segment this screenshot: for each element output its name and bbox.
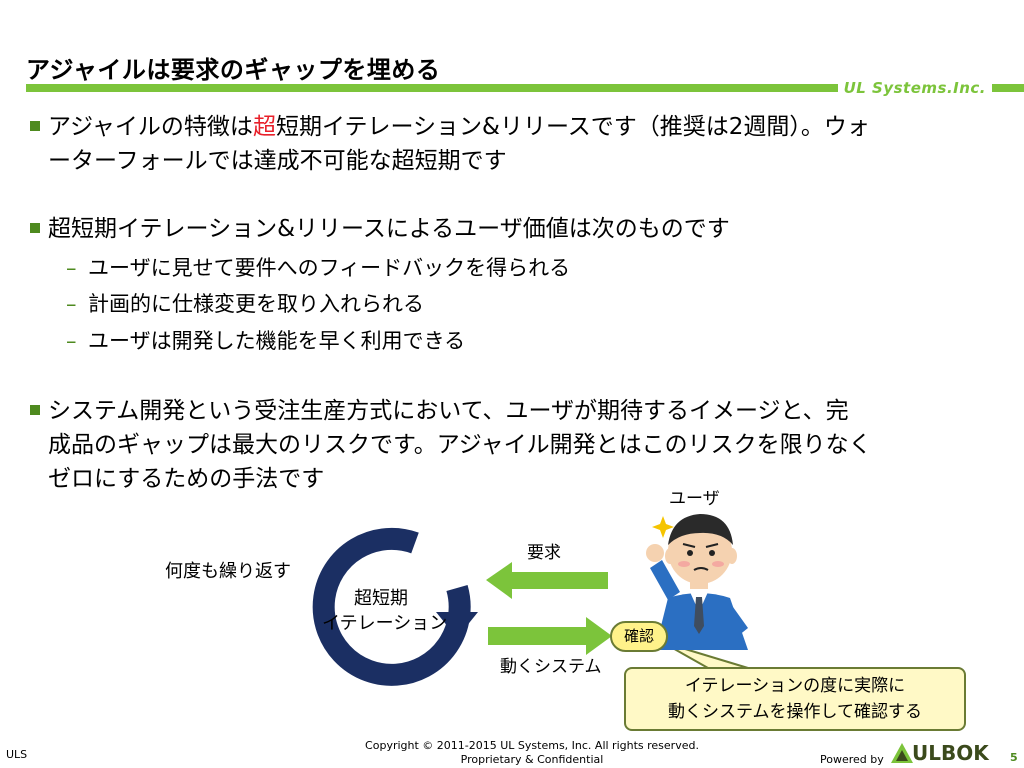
sub-bullet-3: –ユーザは開発した機能を早く利用できる [66, 327, 465, 355]
sub-bullet-2-text: 計画的に仕様変更を取り入れられる [88, 292, 424, 316]
ulbok-logo-text: ULBOK [912, 741, 989, 765]
system-label: 動くシステム [500, 657, 602, 677]
bullet-marker [30, 405, 40, 415]
system-arrow [488, 617, 612, 655]
bullet-3-line3: ゼロにするための手法です [48, 466, 325, 492]
bullet-2-text: 超短期イテレーション&リリースによるユーザ価値は次のものです [48, 216, 730, 242]
copyright-text: Copyright © 2011-2015 UL Systems, Inc. A… [365, 739, 699, 752]
bullet-3-line1: システム開発という受注生産方式において、ユーザが期待するイメージと、完 [48, 398, 849, 424]
brand-logo-text: UL Systems.Inc. [837, 80, 992, 96]
confidential-text: Proprietary & Confidential [460, 753, 604, 766]
powered-by-text: Powered by [820, 753, 884, 766]
bullet-2: 超短期イテレーション&リリースによるユーザ価値は次のものです [30, 212, 730, 246]
bullet-1-line2: ーターフォールでは達成不可能な超短期です [48, 148, 507, 174]
bullet-1-suffix: 短期イテレーション&リリースです（推奨は2週間）。ウォ [275, 114, 870, 140]
cycle-label-2: イテレーション [322, 613, 448, 634]
callout-box: イテレーションの度に実際に 動くシステムを操作して確認する [624, 667, 966, 731]
dash-icon: – [66, 256, 77, 280]
sub-bullet-1-text: ユーザに見せて要件へのフィードバックを得られる [88, 256, 571, 280]
bullet-3: システム開発という受注生産方式において、ユーザが期待するイメージと、完 成品のギ… [30, 394, 872, 496]
user-label: ユーザ [669, 489, 720, 509]
cycle-label-1: 超短期 [354, 588, 408, 609]
bullet-1-prefix: アジャイルの特徴は [48, 114, 253, 140]
sub-bullet-2: –計画的に仕様変更を取り入れられる [66, 290, 424, 318]
page-number: 5 [1010, 751, 1018, 764]
slide-title: アジャイルは要求のギャップを埋める [26, 56, 441, 84]
cycle-arrow [312, 527, 471, 686]
bullet-1-highlight: 超 [252, 114, 276, 140]
callout-line-1: イテレーションの度に実際に [684, 676, 906, 696]
footer-center: Copyright © 2011-2015 UL Systems, Inc. A… [352, 739, 712, 767]
sub-bullet-3-text: ユーザは開発した機能を早く利用できる [88, 329, 466, 353]
request-label: 要求 [527, 543, 561, 563]
dash-icon: – [66, 292, 77, 316]
callout-line-2: 動くシステムを操作して確認する [668, 702, 922, 722]
dash-icon: – [66, 329, 77, 353]
request-arrow [486, 562, 608, 599]
user-illustration [646, 514, 748, 650]
footer-left: ULS [6, 748, 28, 761]
repeat-label: 何度も繰り返す [165, 561, 291, 582]
bullet-marker [30, 223, 40, 233]
confirm-badge: 確認 [610, 621, 668, 652]
sub-bullet-1: –ユーザに見せて要件へのフィードバックを得られる [66, 254, 570, 282]
title-underline [26, 84, 1024, 92]
ulbok-logo-icon [891, 743, 913, 763]
bullet-3-line2: 成品のギャップは最大のリスクです。アジャイル開発とはこのリスクを限りなく [48, 432, 872, 458]
bullet-marker [30, 121, 40, 131]
cycle-arrowhead [436, 612, 478, 638]
bullet-1: アジャイルの特徴は超短期イテレーション&リリースです（推奨は2週間）。ウォ ータ… [30, 110, 870, 178]
